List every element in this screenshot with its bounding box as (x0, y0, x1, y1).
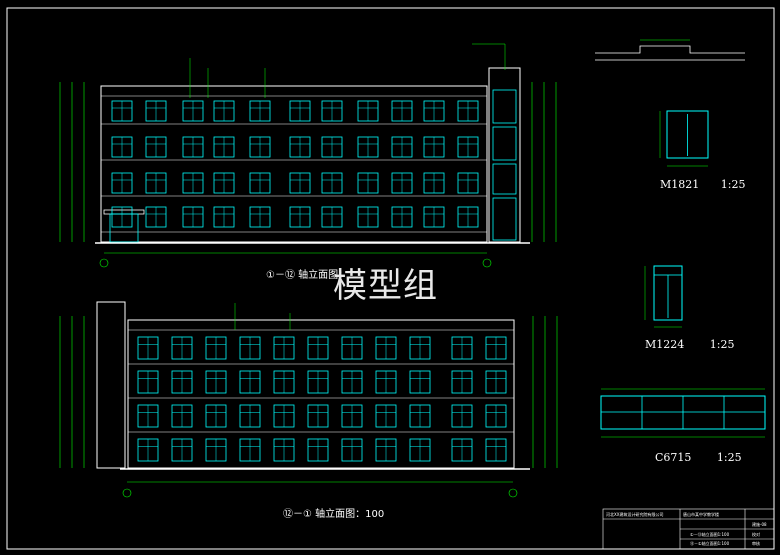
door-m1821-detail (659, 110, 709, 167)
elev2-floor-lines (128, 329, 514, 433)
elev2-right-dimensions (532, 316, 558, 468)
title-block-cell-3: 审核 (752, 541, 760, 546)
door-m1224-name: M1224 (645, 338, 685, 351)
door-m1821-name: M1821 (660, 178, 700, 191)
door-m1224-scale: 1:25 (709, 338, 735, 351)
elev1-stair-tower (488, 67, 521, 243)
window-c6715-scale: 1:25 (716, 451, 742, 464)
elev1-bottom-dimension (99, 252, 492, 268)
elev1-left-dimensions (59, 82, 85, 242)
title-block-cell-2: 校对 (752, 532, 760, 537)
title-block-sheet-1: ①－⑫轴立面图1:100 (690, 532, 730, 537)
window-c6715-label: C6715 1:25 (655, 451, 742, 464)
door-m1821-scale: 1:25 (720, 178, 746, 191)
elev1-annotation-leaders (189, 43, 506, 98)
elev2-left-dimensions (59, 316, 85, 468)
elev2-bottom-dimension (122, 481, 518, 498)
title-block-sheet-2: ⑫－①轴立面图1:100 (690, 541, 730, 546)
title-block (602, 508, 775, 550)
elevation-2 (59, 301, 558, 498)
elev2-windows (137, 336, 507, 462)
elevation-2-title: ⑫－① 轴立面图：100 (283, 509, 385, 520)
elev1-floor-lines (101, 95, 487, 233)
door-m1224-label: M1224 1:25 (645, 338, 734, 351)
title-block-cell-1: 建施-08 (752, 522, 767, 527)
title-block-company: 河北XX建筑设计研究院有限公司 (606, 512, 664, 517)
title-block-project: 唐山市某中学教学楼 (683, 512, 719, 517)
window-c6715-name: C6715 (655, 451, 692, 464)
elev1-windows (111, 100, 479, 228)
parapet-section-detail (595, 39, 745, 61)
watermark-text: 模型组 (333, 266, 438, 306)
elev2-stair-tower (96, 301, 126, 469)
elev1-building-outline (100, 85, 488, 243)
elevation-1-title: ①－⑫ 轴立面图： (266, 270, 349, 281)
window-c6715-detail (600, 388, 766, 438)
elev2-annotation-leaders (234, 303, 291, 330)
elev1-right-dimensions (531, 82, 557, 242)
sheet-frame (6, 7, 775, 550)
elevation-1 (59, 43, 557, 268)
elev2-building-outline (127, 319, 515, 469)
door-m1224-detail (644, 265, 683, 328)
elev1-entrance (103, 209, 145, 243)
door-m1821-label: M1821 1:25 (660, 178, 745, 191)
